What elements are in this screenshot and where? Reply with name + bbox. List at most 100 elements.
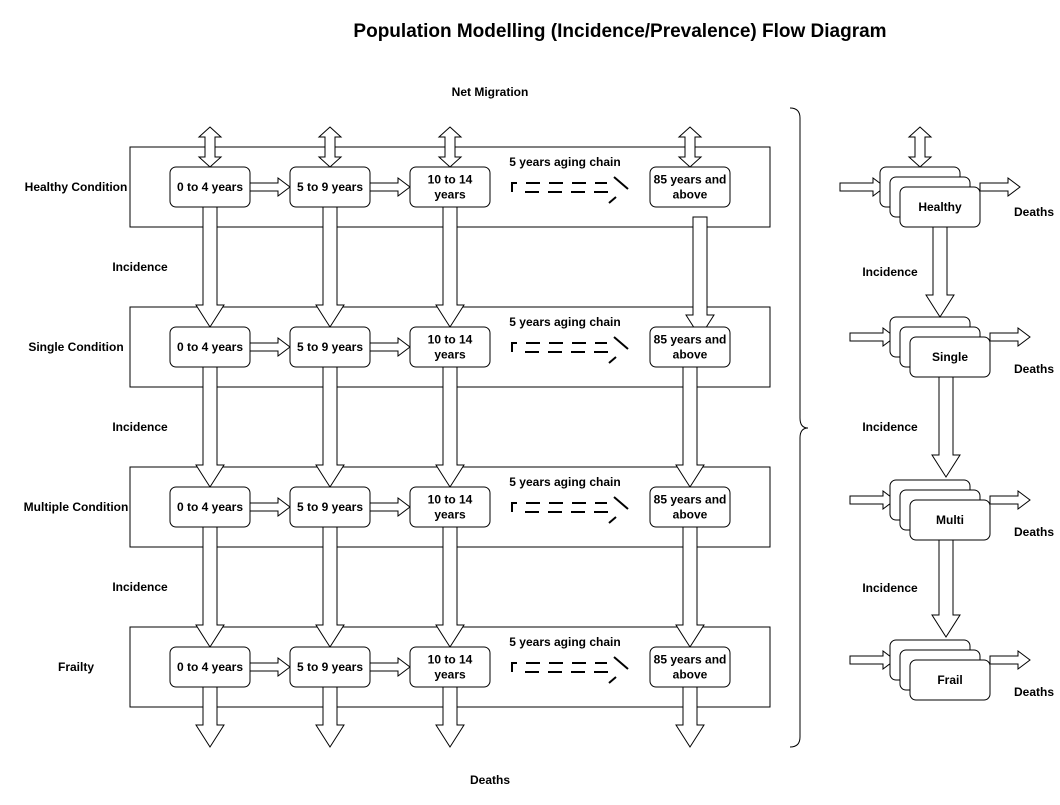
incidence-arrow <box>315 206 345 328</box>
aging-chain-dashes <box>511 502 607 512</box>
death-arrow <box>675 686 705 748</box>
age-node-label-line: years <box>434 508 466 522</box>
death-outflow-arrow <box>979 177 1021 197</box>
incidence-label: Incidence <box>862 265 918 279</box>
age-node <box>409 486 491 528</box>
incidence-arrow <box>435 366 465 488</box>
aging-arrow <box>249 177 291 197</box>
age-node-label: 5 to 9 years <box>297 500 363 514</box>
age-node <box>409 646 491 688</box>
age-node-label-line: 5 to 9 years <box>297 180 363 194</box>
deaths-label: Deaths <box>1014 525 1054 539</box>
incidence-arrow <box>925 226 955 318</box>
incidence-label: Incidence <box>112 580 168 594</box>
age-node-label: 0 to 4 years <box>177 500 243 514</box>
aging-chain-chevron <box>608 356 617 364</box>
incidence-arrow <box>315 366 345 488</box>
incidence-arrow <box>435 526 465 648</box>
death-arrow <box>435 686 465 748</box>
aging-chain-label: 5 years aging chain <box>509 155 620 169</box>
aging-chain-chevron <box>608 676 617 684</box>
incidence-arrow <box>435 206 465 328</box>
incidence-label: Incidence <box>112 420 168 434</box>
aging-arrow <box>369 497 411 517</box>
age-node <box>289 166 371 208</box>
age-node <box>289 646 371 688</box>
age-node <box>649 166 731 208</box>
age-node-label-line: above <box>673 348 708 362</box>
inflow-arrow <box>839 177 886 197</box>
grouping-brace <box>789 107 809 748</box>
age-node <box>169 326 251 368</box>
labels: 5 years aging chain 5 years aging chain 5 … <box>24 155 621 674</box>
summary-node-label: Single <box>932 350 968 364</box>
state-label-healthy-condition: Healthy Condition <box>25 180 128 194</box>
state-label-multiple-condition: Multiple Condition <box>24 500 129 514</box>
age-node-label-line: years <box>434 668 466 682</box>
summary-node-label: Multi <box>936 513 964 527</box>
age-node <box>169 486 251 528</box>
age-node-label-line: 10 to 14 <box>428 653 473 667</box>
net-migration-label: Net Migration <box>452 85 529 99</box>
age-node <box>409 166 491 208</box>
age-node-label-line: 0 to 4 years <box>177 180 243 194</box>
age-node-label-line: 10 to 14 <box>428 333 473 347</box>
age-node-label-line: above <box>673 188 708 202</box>
death-outflow-arrow <box>989 650 1031 670</box>
age-node <box>169 166 251 208</box>
diagram-title: Population Modelling (Incidence/Prevalen… <box>353 21 886 42</box>
incidence-arrow <box>195 526 225 648</box>
age-node-label: 5 to 9 years <box>297 660 363 674</box>
inflow-arrow <box>849 490 896 510</box>
age-node-label: 5 to 9 years <box>297 180 363 194</box>
age-node-label-line: 0 to 4 years <box>177 660 243 674</box>
net-migration-arrow <box>907 126 933 168</box>
summary-node-label: Frail <box>937 673 962 687</box>
incidence-arrow <box>931 539 961 638</box>
flow-arrows <box>195 126 715 748</box>
aging-arrow <box>369 177 411 197</box>
age-node-label-line: 5 to 9 years <box>297 500 363 514</box>
aging-chain-dashes <box>511 182 607 192</box>
age-node <box>649 646 731 688</box>
aging-chain-label: 5 years aging chain <box>509 315 620 329</box>
aging-chain-label: 5 years aging chain <box>509 475 620 489</box>
age-node-label: 0 to 4 years <box>177 340 243 354</box>
state-label-single-condition: Single Condition <box>28 340 123 354</box>
aging-arrow <box>249 337 291 357</box>
incidence-label: Incidence <box>112 260 168 274</box>
aging-arrow <box>369 337 411 357</box>
incidence-arrow <box>195 366 225 488</box>
aging-chain-chevron <box>608 516 617 524</box>
age-node-label-line: 10 to 14 <box>428 173 473 187</box>
age-node <box>649 486 731 528</box>
incidence-arrow <box>931 376 961 478</box>
aging-chain-chevron <box>608 196 617 204</box>
aging-chain-chevron <box>613 656 629 670</box>
age-node <box>289 326 371 368</box>
incidence-arrow <box>675 366 705 488</box>
inflow-arrow <box>849 327 896 347</box>
aging-arrow <box>249 497 291 517</box>
incidence-arrow <box>675 526 705 648</box>
aging-chain-dashes <box>511 342 607 352</box>
incidence-label: Incidence <box>862 581 918 595</box>
age-node-label-line: years <box>434 348 466 362</box>
incidence-label: Incidence <box>862 420 918 434</box>
deaths-label: Deaths <box>1014 685 1054 699</box>
deaths-label: Deaths <box>1014 362 1054 376</box>
age-node-label: 0 to 4 years <box>177 660 243 674</box>
death-arrow <box>195 686 225 748</box>
incidence-arrow <box>315 526 345 648</box>
aging-chain-dashes <box>511 662 607 672</box>
